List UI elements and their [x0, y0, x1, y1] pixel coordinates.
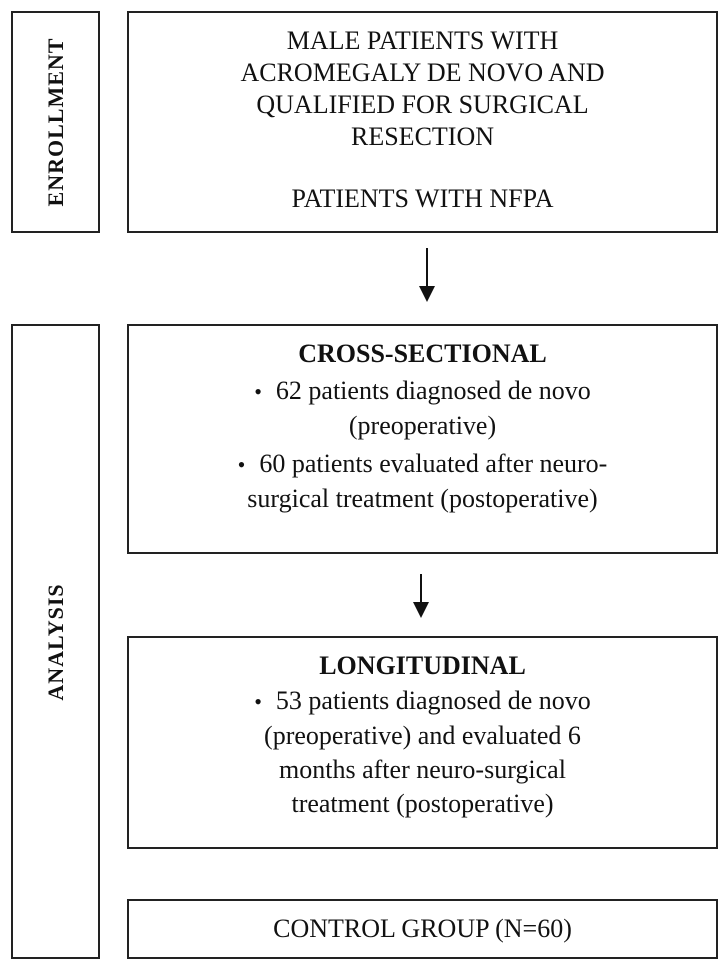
bullet-text-line: treatment (postoperative) [291, 789, 554, 818]
bullet-icon: • [254, 379, 262, 404]
nfpa-line: PATIENTS WITH NFPA [291, 184, 554, 213]
bullet-text-line: months after neuro-surgical [279, 755, 566, 784]
list-item: • 62 patients diagnosed de novo (preopera… [129, 374, 716, 443]
bullet-icon: • [254, 689, 262, 714]
longitudinal-list: • 53 patients diagnosed de novo (preopera… [129, 684, 716, 821]
enrollment-line-1: MALE PATIENTS WITH [286, 26, 559, 55]
bullet-text-line: 62 patients diagnosed de novo [275, 376, 591, 405]
enrollment-line-4: RESECTION [351, 122, 494, 151]
list-item: • 60 patients evaluated after neuro- surg… [129, 447, 716, 516]
analysis-label: ANALYSIS [42, 582, 68, 701]
enrollment-label: ENROLLMENT [42, 37, 68, 207]
longitudinal-box: LONGITUDINAL • 53 patients diagnosed de n… [127, 636, 718, 849]
control-group-box: CONTROL GROUP (N=60) [127, 899, 718, 959]
arrow-down-icon [413, 574, 429, 618]
bullet-text-line: 60 patients evaluated after neuro- [259, 449, 608, 478]
arrow-down-icon [419, 248, 435, 302]
bullet-text-line: (preoperative) and evaluated 6 [264, 721, 581, 750]
cross-sectional-list: • 62 patients diagnosed de novo (preopera… [129, 374, 716, 516]
enrollment-box: MALE PATIENTS WITH ACROMEGALY DE NOVO AN… [127, 11, 718, 233]
bullet-icon: • [237, 452, 246, 477]
bullet-text-line: (preoperative) [348, 411, 497, 440]
longitudinal-title: LONGITUDINAL [319, 651, 526, 680]
enrollment-label-box: ENROLLMENT [11, 11, 100, 233]
enrollment-line-3: QUALIFIED FOR SURGICAL [256, 90, 589, 119]
cross-sectional-box: CROSS-SECTIONAL • 62 patients diagnosed d… [127, 324, 718, 554]
control-group-label: CONTROL GROUP (N=60) [273, 914, 572, 943]
analysis-label-box: ANALYSIS [11, 324, 100, 959]
bullet-text-line: 53 patients diagnosed de novo [275, 686, 591, 715]
cross-sectional-title: CROSS-SECTIONAL [298, 339, 547, 368]
list-item: • 53 patients diagnosed de novo (preopera… [129, 684, 716, 821]
bullet-text-line: surgical treatment (postoperative) [247, 484, 598, 513]
enrollment-line-2: ACROMEGALY DE NOVO AND [240, 58, 605, 87]
